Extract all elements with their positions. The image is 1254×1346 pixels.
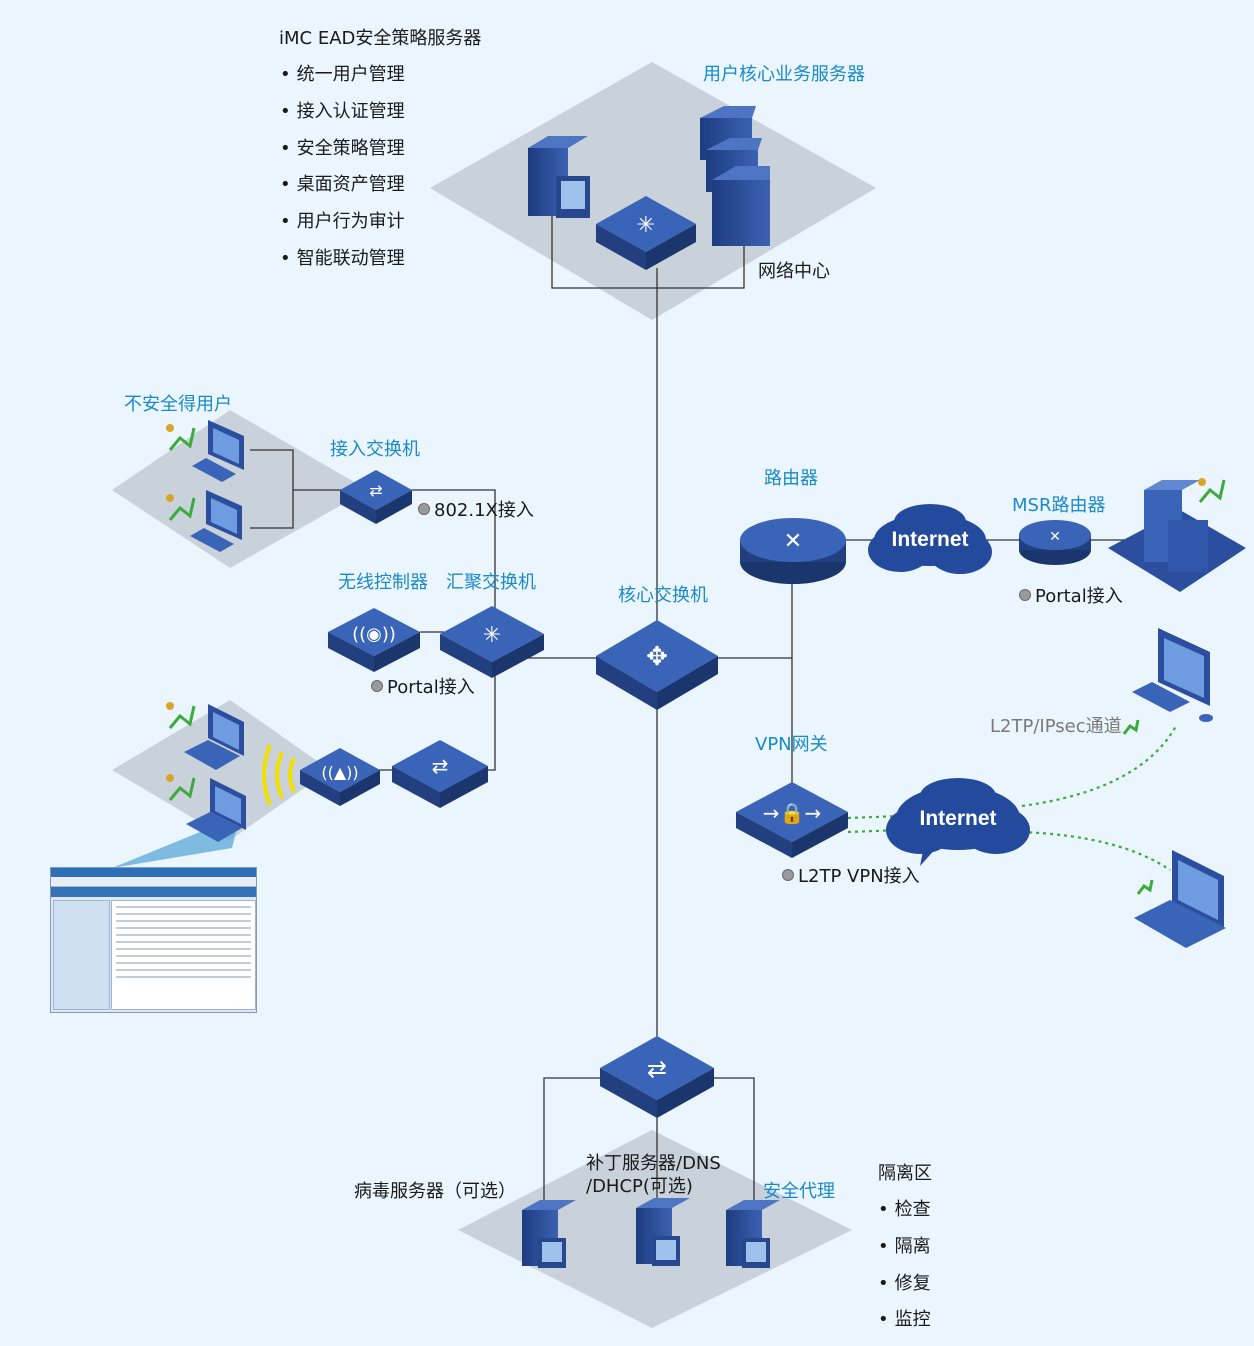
virus-server-label: 病毒服务器（可选）: [354, 1181, 516, 1202]
isolation-zone-title: 隔离区: [878, 1163, 932, 1184]
branch-building-icon: [1108, 480, 1246, 592]
l2tp-vpn-access-label: L2TP VPN接入: [782, 868, 920, 886]
line-access-to-agg: [412, 489, 496, 612]
server-tower-icon: [528, 136, 590, 218]
feature-item: 用户行为审计: [280, 211, 405, 248]
isolation-item: 隔离: [878, 1236, 931, 1273]
svg-text:→🔒→: →🔒→: [763, 801, 821, 825]
unsafe-pc-icon-1: [192, 420, 244, 482]
access-switch-icon: ⇄: [340, 470, 412, 524]
patch-server-label: 补丁服务器/DNS /DHCP(可选): [586, 1153, 721, 1197]
security-agent-server-icon: [726, 1200, 780, 1268]
remote-pc-icon: [1132, 628, 1213, 722]
internet-cloud-bottom: [886, 778, 1030, 866]
core-switch-icon: ✥: [596, 620, 718, 710]
security-agent-label: 安全代理: [763, 1181, 835, 1202]
isolation-switch-icon: ⇄: [600, 1036, 714, 1118]
laptop-screen-beam: [112, 832, 236, 868]
svg-text:⇄: ⇄: [432, 754, 449, 778]
wireless-users-platform: [112, 700, 330, 840]
svg-text:⇄: ⇄: [369, 481, 382, 500]
internet-bottom-label: Internet: [919, 807, 996, 830]
line-bottom-left: [543, 1077, 602, 1215]
l2tp-tunnel-label: L2TP/IPsec通道: [990, 716, 1122, 737]
server-stack-icon: [700, 106, 770, 246]
wireless-laptop-icon-1: [184, 704, 244, 770]
feature-item: 统一用户管理: [280, 64, 405, 101]
internet-top-label: Internet: [891, 528, 968, 551]
line-network-center: [551, 210, 745, 289]
svg-text:✳: ✳: [483, 623, 501, 648]
svg-text:✕: ✕: [1049, 529, 1061, 545]
edge-switch-icon: ⇄: [392, 740, 488, 808]
imc-ead-title: iMC EAD安全策略服务器: [279, 28, 482, 49]
line-agg-to-switch: [488, 672, 496, 771]
center-switch-icon: ✳: [596, 196, 696, 270]
core-switch-label: 核心交换机: [618, 585, 708, 606]
tunnel-to-laptop: [1021, 830, 1171, 871]
wireless-controller-icon: ((◉)): [328, 608, 420, 672]
portal-access-right-label: Portal接入: [1019, 588, 1123, 606]
wireless-controller-label: 无线控制器: [338, 572, 428, 593]
feature-item: 桌面资产管理: [280, 174, 405, 211]
unsafe-users-label: 不安全得用户: [124, 394, 232, 415]
portal-access-left-label: Portal接入: [371, 679, 475, 697]
svg-text:⇄: ⇄: [647, 1055, 667, 1083]
svg-text:((◉)): ((◉)): [352, 624, 396, 645]
server-feature-list: 统一用户管理 接入认证管理 安全策略管理 桌面资产管理 用户行为审计 智能联动管…: [280, 64, 405, 285]
svg-text:✥: ✥: [646, 642, 668, 672]
virus-server-icon: [522, 1200, 576, 1268]
feature-item: 安全策略管理: [280, 138, 405, 175]
msr-router-icon: ✕: [1019, 520, 1091, 565]
svg-text:((▲)): ((▲)): [321, 763, 358, 782]
router-label: 路由器: [764, 468, 818, 489]
dot1x-access-label: 802.1X接入: [418, 502, 534, 520]
aggregation-switch-label: 汇聚交换机: [446, 572, 536, 593]
unsafe-pc-icon-2: [190, 490, 242, 552]
client-software-screenshot: [50, 867, 257, 1013]
core-servers-label: 用户核心业务服务器: [703, 64, 865, 85]
router-icon: ✕: [740, 518, 846, 584]
msr-router-label: MSR路由器: [1012, 495, 1106, 516]
access-switch-label: 接入交换机: [330, 439, 420, 460]
remote-laptop-icon: [1134, 850, 1226, 948]
tunnel-to-pc: [1021, 725, 1177, 808]
internet-cloud-top: [868, 504, 992, 574]
status-marker-icon: [166, 424, 1226, 895]
wifi-signal-icon: [262, 744, 296, 806]
wireless-laptop-icon-2: [186, 778, 246, 842]
network-center-platform: [430, 62, 876, 320]
svg-text:✳: ✳: [637, 213, 655, 238]
svg-text:✕: ✕: [784, 529, 802, 554]
vpn-gateway-label: VPN网关: [755, 734, 828, 755]
feature-item: 接入认证管理: [280, 101, 405, 138]
line-bottom-right: [712, 1077, 755, 1215]
line-unsafe-users: [250, 449, 294, 529]
wireless-ap-icon: ((▲)): [300, 748, 380, 806]
patch-server-icon: [636, 1198, 690, 1266]
isolation-item: 检查: [878, 1199, 931, 1236]
feature-item: 智能联动管理: [280, 248, 405, 285]
aggregation-switch-icon: ✳: [440, 606, 544, 678]
isolation-item: 监控: [878, 1309, 931, 1346]
network-center-label: 网络中心: [758, 261, 830, 282]
isolation-item: 修复: [878, 1273, 931, 1310]
vpn-gateway-icon: →🔒→: [736, 782, 848, 858]
isolation-list: 检查 隔离 修复 监控: [878, 1199, 931, 1346]
tunnel-vpn-internet-1: [847, 814, 901, 820]
unsafe-users-platform: [112, 410, 368, 568]
